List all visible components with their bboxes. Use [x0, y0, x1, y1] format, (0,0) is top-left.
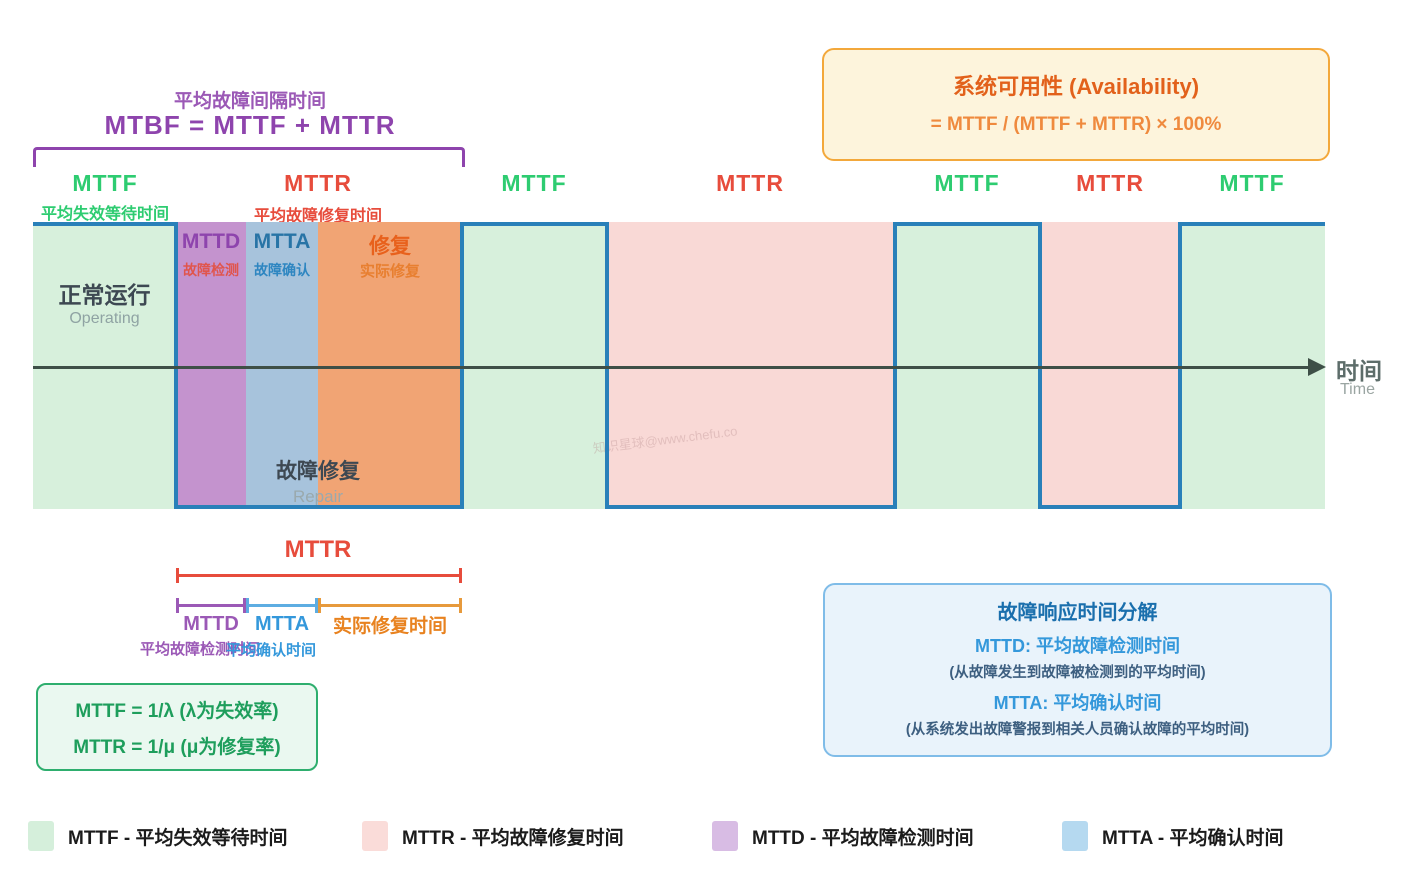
column-mttr-3: [1040, 222, 1180, 509]
operating-subtitle: Operating: [69, 310, 140, 327]
column-mtta: [246, 222, 318, 509]
segment-label-mttf-2: MTTF: [501, 170, 567, 196]
legend-item-mttr: MTTR - 平均故障修复时间: [362, 820, 624, 852]
failure-repair-title: 故障修复: [276, 460, 360, 483]
column-mttd: [176, 222, 246, 509]
column-mttr-2: [607, 222, 895, 509]
operating-title: 正常运行: [58, 282, 151, 308]
wave-vert-5: [1038, 222, 1042, 509]
response-mttd-desc: (从故障发生到故障被检测到的平均时间): [949, 665, 1206, 681]
column-mttf-3: [895, 222, 1040, 509]
availability-box: 系统可用性 (Availability) = MTTF / (MTTF + MT…: [822, 48, 1330, 161]
legend-item-mttd: MTTD - 平均故障检测时间: [712, 820, 974, 852]
wave-vert-3: [605, 222, 609, 509]
column-mttf-4: [1180, 222, 1325, 509]
segment-label-mttr-3: MTTR: [1076, 170, 1144, 196]
mtta-column-label: MTTA: [253, 230, 311, 253]
repair-column-sub: 实际修复: [359, 263, 420, 280]
time-axis-sublabel: Time: [1340, 381, 1375, 398]
time-axis-line: [33, 366, 1315, 369]
wave-top-2: [462, 222, 607, 226]
response-box-title: 故障响应时间分解: [997, 602, 1158, 624]
wave-bottom-3: [1040, 505, 1180, 509]
mtta-breakdown-sub: 平均确认时间: [226, 642, 317, 659]
repair-bracket: [318, 598, 462, 613]
time-axis-label: 时间: [1336, 358, 1382, 384]
wave-vert-4: [893, 222, 897, 509]
column-mttf-2: [462, 222, 607, 509]
mttd-swatch: [712, 821, 738, 851]
response-mtta-desc: (从系统发出故障警报到相关人员确认故障的平均时间): [905, 722, 1250, 738]
repair-column-label: 修复: [369, 235, 411, 258]
mtta-breakdown-label: MTTA: [254, 613, 310, 635]
wave-bottom-2: [607, 505, 895, 509]
wave-bottom-1: [176, 505, 462, 509]
repair-breakdown-label: 实际修复时间: [332, 616, 447, 637]
availability-title: 系统可用性 (Availability): [952, 74, 1200, 99]
segment-label-mttf-1: MTTF: [72, 170, 138, 196]
mtta-column-sub: 故障确认: [254, 262, 310, 278]
mttr-breakdown-title: MTTR: [284, 536, 352, 563]
segment-label-mttf-4: MTTF: [1219, 170, 1285, 196]
legend-label-mttf: MTTF - 平均失效等待时间: [68, 827, 288, 849]
time-axis-arrowhead-icon: [1308, 358, 1326, 376]
wave-vert-1: [174, 222, 178, 509]
mttf-rate-formula: MTTF = 1/λ (λ为失效率): [75, 701, 279, 722]
mttd-column-label: MTTD: [181, 230, 241, 253]
wave-vert-6: [1178, 222, 1182, 509]
rate-formula-box: MTTF = 1/λ (λ为失效率) MTTR = 1/μ (μ为修复率): [36, 683, 318, 771]
mtbf-formula: MTBF = MTTF + MTTR: [104, 110, 396, 140]
mtbf-bracket: [33, 147, 465, 167]
segment-label-mttr-2: MTTR: [716, 170, 784, 196]
wave-vert-2: [460, 222, 464, 509]
mttr-swatch: [362, 821, 388, 851]
legend-label-mttr: MTTR - 平均故障修复时间: [402, 827, 624, 849]
response-time-box: 故障响应时间分解 MTTD: 平均故障检测时间 (从故障发生到故障被检测到的平均…: [823, 583, 1332, 757]
availability-formula: = MTTF / (MTTF + MTTR) × 100%: [930, 114, 1222, 135]
column-repair: [318, 222, 462, 509]
segment-sublabel-mttr-1: 平均故障修复时间: [253, 208, 382, 225]
column-mttf-1: [33, 222, 176, 509]
mttr-bracket: [176, 568, 462, 583]
segment-label-mttf-3: MTTF: [934, 170, 1000, 196]
mttr-rate-formula: MTTR = 1/μ (μ为修复率): [73, 737, 281, 758]
mttd-bracket: [176, 598, 246, 613]
mttf-swatch: [28, 821, 54, 851]
legend-label-mtta: MTTA - 平均确认时间: [1102, 827, 1284, 849]
legend-item-mttf: MTTF - 平均失效等待时间: [28, 820, 288, 852]
wave-top-3: [895, 222, 1040, 226]
legend-item-mtta: MTTA - 平均确认时间: [1062, 820, 1284, 852]
mttd-column-sub: 故障检测: [183, 262, 239, 278]
segment-label-mttr-1: MTTR: [284, 170, 352, 196]
mttd-breakdown-label: MTTD: [183, 613, 239, 635]
response-mtta-line: MTTA: 平均确认时间: [993, 693, 1162, 713]
segment-sublabel-mttf-1: 平均失效等待时间: [40, 206, 169, 223]
failure-repair-subtitle: Repair: [292, 487, 344, 506]
mtta-swatch: [1062, 821, 1088, 851]
legend-label-mttd: MTTD - 平均故障检测时间: [752, 827, 974, 849]
mttd-breakdown-sub: 平均故障检测时间: [140, 641, 261, 658]
wave-top-1: [33, 222, 176, 226]
mtta-bracket: [246, 598, 318, 613]
wave-top-4: [1180, 222, 1325, 226]
mtbf-subtitle: 平均故障间隔时间: [173, 91, 326, 112]
response-mttd-line: MTTD: 平均故障检测时间: [975, 636, 1180, 656]
